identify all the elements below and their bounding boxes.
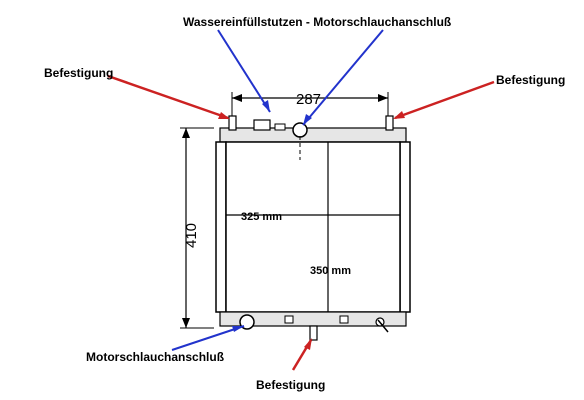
right-side-frame [399, 141, 411, 313]
blue-arrow-filler [217, 29, 271, 113]
top-width-dimension [231, 92, 389, 116]
left-mount-post [228, 115, 237, 131]
radiator-core [225, 141, 401, 313]
left-side-frame [215, 141, 227, 313]
top-width-dimension-label: 287 [296, 91, 321, 108]
bottom-hose-label: Motorschlauchanschluß [86, 350, 224, 364]
small-tab [274, 123, 286, 131]
top-tank [219, 127, 407, 143]
filler-cap [292, 122, 308, 138]
red-arrow-left-mount [107, 74, 230, 120]
right-mount-post [385, 115, 394, 131]
right-mount-label: Befestigung [496, 73, 565, 87]
bottom-tab-2 [339, 315, 349, 324]
core-width-label: 325 mm [241, 211, 282, 223]
bottom-mount-label: Befestigung [256, 378, 325, 392]
blue-arrow-hose [302, 29, 384, 126]
bottom-tab-1 [284, 315, 294, 324]
core-height-label: 350 mm [310, 265, 351, 277]
height-dimension-label: 410 [183, 223, 200, 248]
bottom-mount-peg [309, 325, 318, 341]
height-dimension [180, 127, 214, 329]
top-callout-label: Wassereinfüllstutzen - Motorschlauchansc… [183, 15, 451, 29]
red-arrow-right-mount [393, 80, 495, 120]
filler-neck [253, 119, 271, 131]
blue-arrow-bottom-hose [171, 325, 245, 351]
drain-plug [375, 317, 389, 333]
left-mount-label: Befestigung [44, 66, 113, 80]
red-arrow-bottom-mount [291, 338, 313, 371]
